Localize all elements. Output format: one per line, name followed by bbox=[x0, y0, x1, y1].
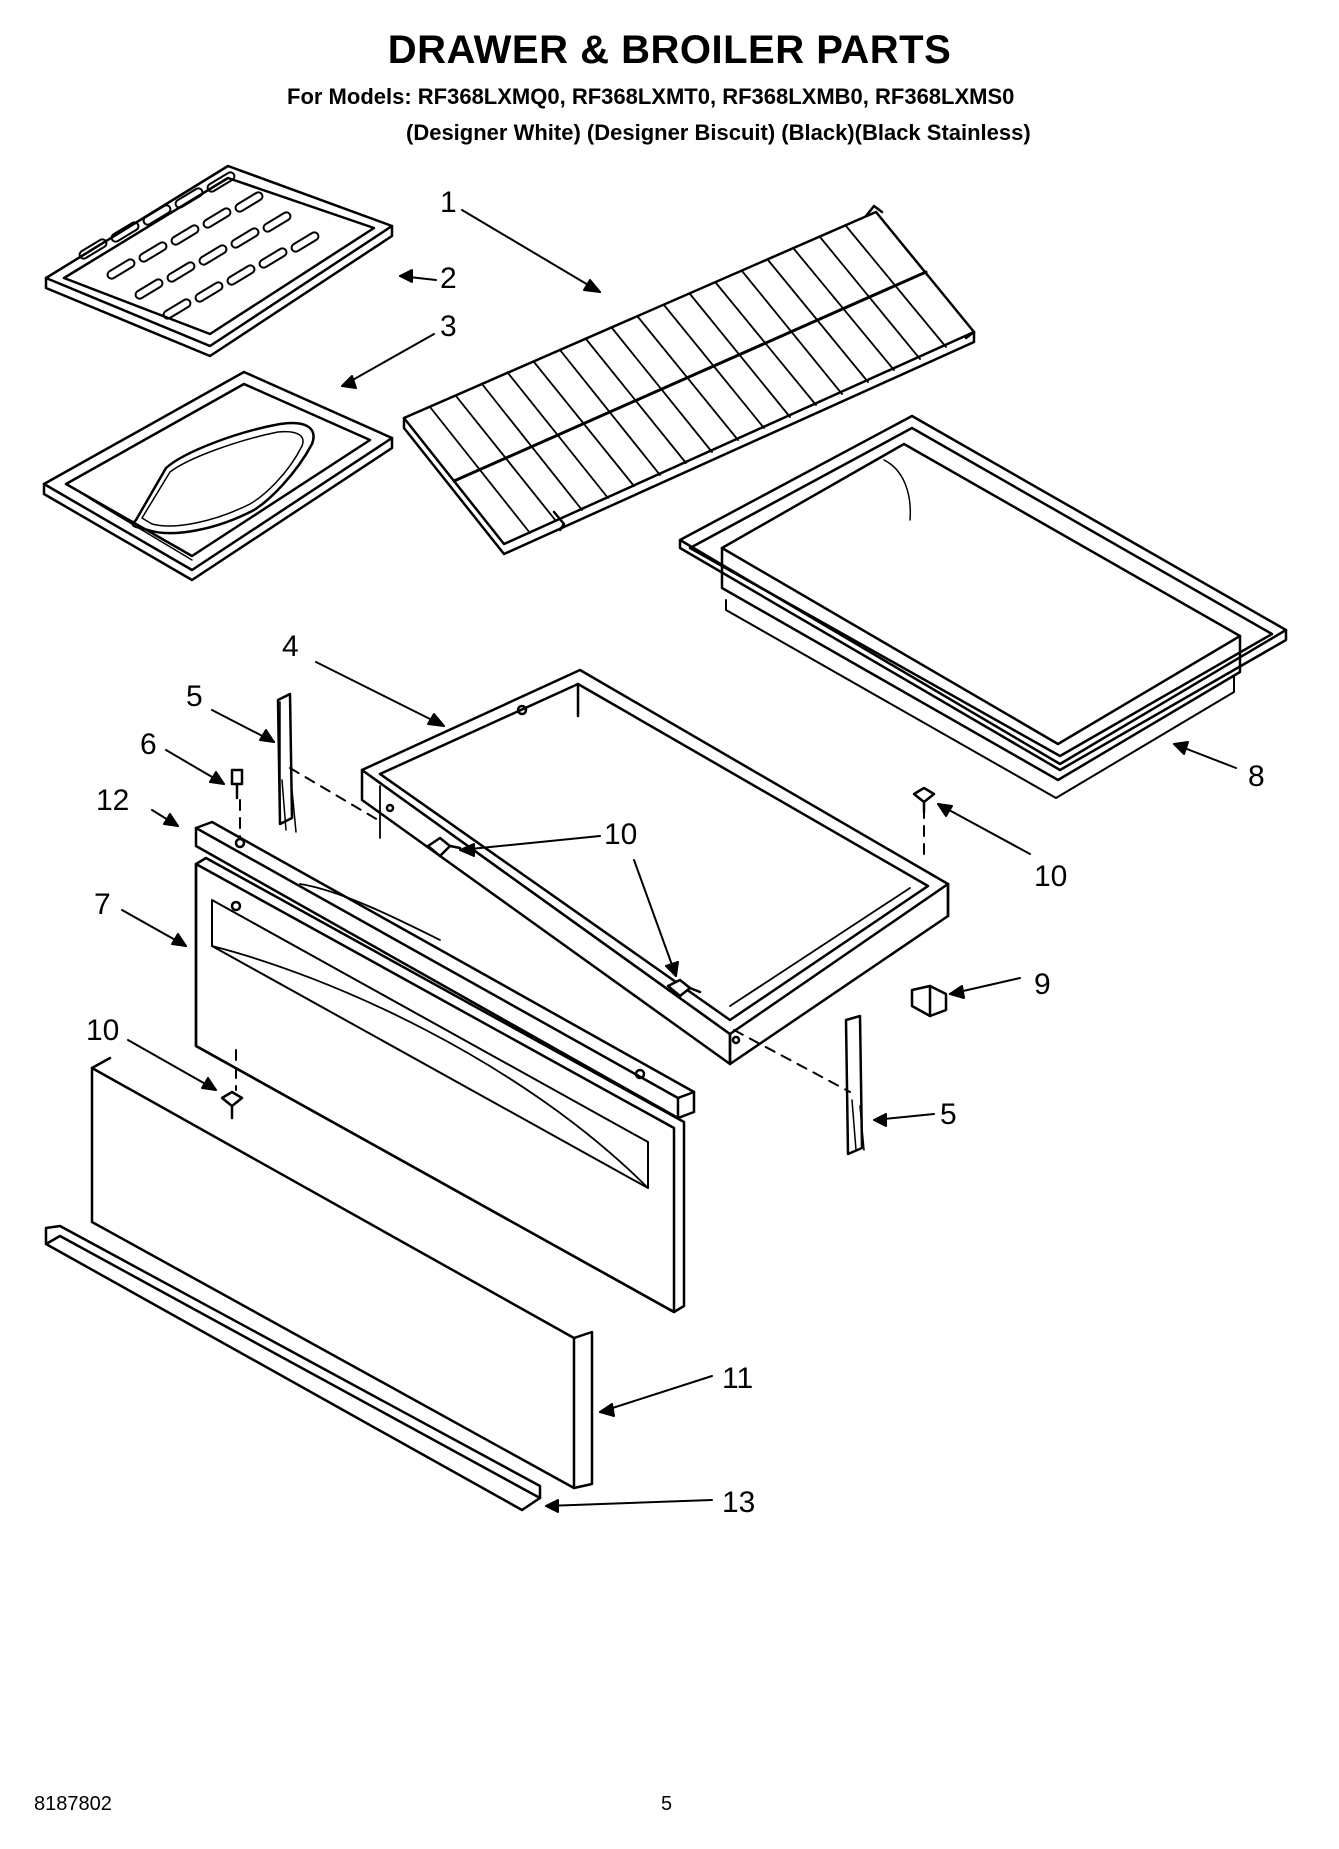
drawer-liner bbox=[678, 414, 1288, 799]
callout-6: 6 bbox=[140, 728, 157, 761]
callout-2: 2 bbox=[440, 262, 457, 295]
document-number: 8187802 bbox=[34, 1793, 112, 1815]
part-10-screws bbox=[220, 786, 936, 1120]
models-line: For Models: RF368LXMQ0, RF368LXMT0, RF36… bbox=[287, 84, 1015, 109]
page-number: 5 bbox=[661, 1793, 673, 1815]
callout-1: 1 bbox=[440, 186, 457, 219]
drawer-body bbox=[360, 668, 950, 1066]
drawer-slide-right bbox=[844, 1014, 865, 1156]
page-title: DRAWER & BROILER PARTS bbox=[387, 28, 952, 72]
drawer-front-panel bbox=[194, 856, 686, 1314]
callout-5-lower: 5 bbox=[940, 1098, 957, 1131]
bottom-trim bbox=[44, 1224, 542, 1512]
callout-13: 13 bbox=[722, 1486, 755, 1519]
leader-lines bbox=[121, 209, 1237, 1513]
drawer-slide-left bbox=[276, 692, 297, 833]
callout-12: 12 bbox=[96, 784, 129, 817]
callout-10-left: 10 bbox=[86, 1014, 119, 1047]
finishes-line: (Designer White) (Designer Biscuit) (Bla… bbox=[406, 120, 1031, 145]
broiler-pan bbox=[42, 370, 394, 582]
part-6-screw bbox=[230, 768, 244, 800]
callout-11: 11 bbox=[722, 1362, 753, 1395]
callout-8: 8 bbox=[1248, 760, 1265, 793]
callout-10-center: 10 bbox=[604, 818, 637, 851]
callout-5-upper: 5 bbox=[186, 680, 203, 713]
callout-3: 3 bbox=[440, 310, 457, 343]
part-9-clip bbox=[910, 984, 948, 1018]
broiler-grid bbox=[44, 164, 394, 358]
alignment-lines bbox=[235, 767, 925, 1093]
callout-7: 7 bbox=[94, 888, 111, 921]
callout-10-right: 10 bbox=[1034, 860, 1067, 893]
callout-9: 9 bbox=[1034, 968, 1051, 1001]
kick-panel bbox=[90, 1056, 594, 1490]
callout-4: 4 bbox=[282, 630, 299, 663]
oven-rack bbox=[402, 204, 976, 556]
